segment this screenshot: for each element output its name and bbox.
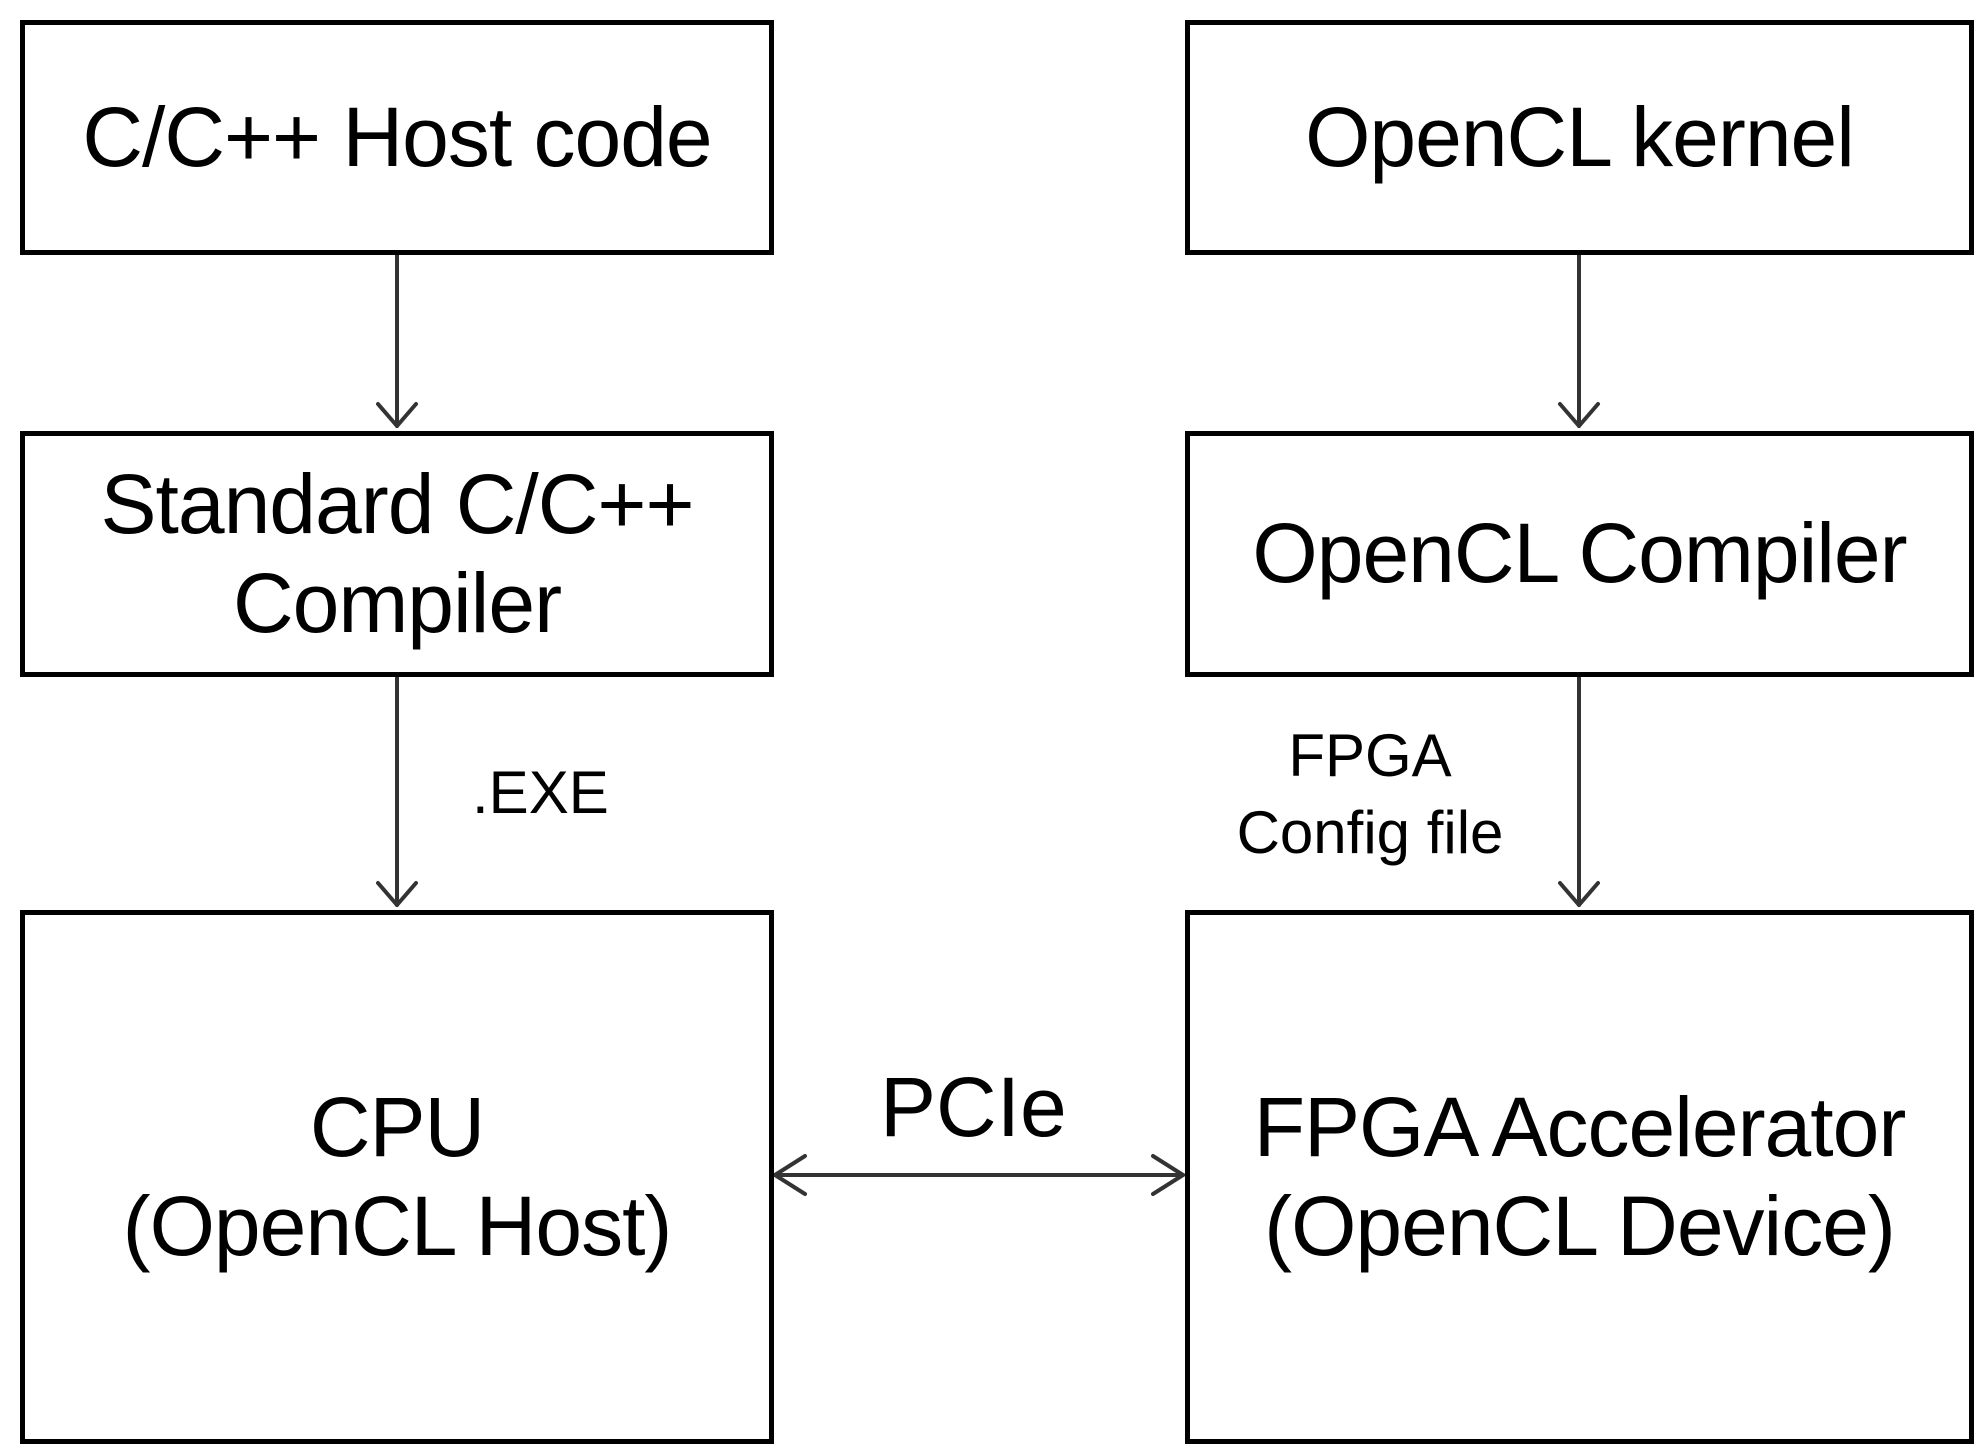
exe-label: .EXE (472, 759, 609, 826)
arrow-compiler-to-fpga (1558, 675, 1600, 907)
arrow-host-to-compiler (376, 253, 418, 428)
c-compiler-label-line2: Compiler (232, 556, 562, 650)
c-compiler-label-line1: Standard C/C++ (100, 456, 694, 551)
opencl-kernel-label: OpenCL kernel (1305, 89, 1855, 184)
cpu-label-line2: (OpenCL Host) (122, 1179, 673, 1273)
opencl-compiler-label: OpenCL Compiler (1252, 506, 1907, 601)
config-file-label-line2: Config file (1236, 798, 1504, 866)
c-compiler-box: Standard C/C++ Compiler (20, 431, 774, 677)
host-code-box: C/C++ Host code (20, 20, 774, 255)
cpu-label-line1: CPU (309, 1079, 485, 1174)
arrow-kernel-to-compiler (1558, 253, 1600, 428)
fpga-label-line2: (OpenCL Device) (1264, 1179, 1896, 1273)
config-file-label-line1: FPGA (1288, 722, 1452, 789)
fpga-accelerator-box: FPGA Accelerator (OpenCL Device) (1185, 910, 1974, 1444)
arrow-pcie-bidirectional (773, 1154, 1185, 1196)
fpga-label-line1: FPGA Accelerator (1253, 1079, 1907, 1174)
opencl-compiler-box: OpenCL Compiler (1185, 431, 1974, 677)
opencl-kernel-box: OpenCL kernel (1185, 20, 1974, 255)
arrow-compiler-to-cpu (376, 675, 418, 907)
config-file-label: FPGA Config file (1210, 718, 1530, 872)
cpu-box: CPU (OpenCL Host) (20, 910, 774, 1444)
pcie-label: PCIe (880, 1060, 1067, 1154)
host-code-label: C/C++ Host code (82, 89, 712, 184)
